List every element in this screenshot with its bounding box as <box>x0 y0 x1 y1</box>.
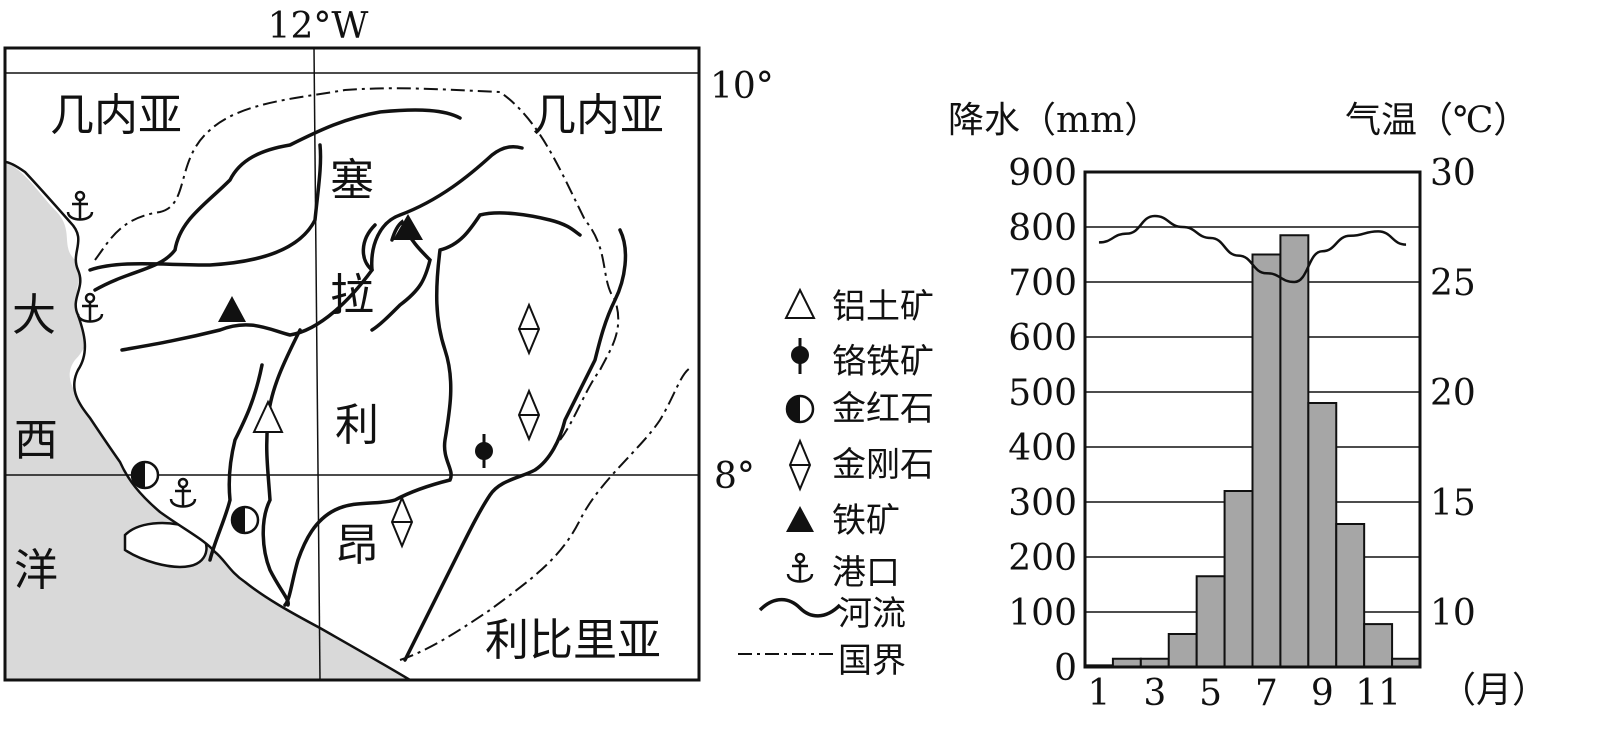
country-char-3: 利 <box>335 400 379 451</box>
precipitation-bar <box>1167 633 1198 668</box>
legend-label: 铝土矿 <box>832 287 934 327</box>
longitude-label: 12°W <box>268 6 369 47</box>
port-icon <box>66 190 94 221</box>
legend-label: 铁矿 <box>832 501 900 541</box>
map: 12°W 10° 8° 几内亚 几内亚 利比里亚 塞 拉 利 昂 大 西 洋 <box>3 6 774 682</box>
x-tick-label: 5 <box>1199 673 1222 714</box>
ocean-char-3: 洋 <box>14 545 58 596</box>
x-tick-label: 3 <box>1143 673 1166 714</box>
y-tick-label-left: 0 <box>1054 648 1077 689</box>
port-symbols <box>66 190 197 508</box>
bauxite-icon <box>252 399 284 433</box>
ocean-area <box>5 48 410 680</box>
legend-label: 铬铁矿 <box>832 342 934 382</box>
temperature-line <box>1098 214 1407 284</box>
neighbor-label-south: 利比里亚 <box>485 615 661 666</box>
iron-ore-icon <box>218 296 246 322</box>
legend-bauxite-icon <box>784 287 816 319</box>
legend-label: 金红石 <box>832 389 934 429</box>
y-tick-label-left: 500 <box>1008 373 1077 414</box>
legend-port-icon <box>786 552 814 583</box>
diamond-icon <box>517 302 541 356</box>
latitude-label-8: 8° <box>714 456 755 497</box>
rutile-icon <box>230 505 260 535</box>
precipitation-bar <box>1251 253 1282 668</box>
rutile-icon <box>130 460 160 490</box>
legend-river-icon <box>758 597 842 618</box>
legend-label: 河流 <box>838 594 906 634</box>
legend-diamond-icon <box>788 438 812 492</box>
ocean-char-2: 西 <box>14 415 58 466</box>
country-char-2: 拉 <box>330 270 374 321</box>
precipitation-bar <box>1335 523 1366 668</box>
port-icon <box>169 477 197 508</box>
y-tick-label-right: 30 <box>1430 153 1476 194</box>
y-tick-label-right: 10 <box>1430 593 1476 634</box>
precipitation-bar <box>1279 234 1310 668</box>
x-axis-label: （月） <box>1440 670 1548 711</box>
map-frame <box>3 46 701 682</box>
ocean-char-1: 大 <box>12 290 56 341</box>
y-tick-label-left: 300 <box>1008 483 1077 524</box>
precipitation-bar <box>1223 490 1254 668</box>
x-tick-label: 7 <box>1255 673 1278 714</box>
y-axis-label-right: 气温（℃） <box>1345 100 1529 141</box>
y-tick-label-left: 400 <box>1008 428 1077 469</box>
y-tick-label-right: 25 <box>1430 263 1476 304</box>
legend-rutile-icon <box>785 394 815 424</box>
precipitation-bar <box>1307 402 1338 668</box>
legend-label: 港口 <box>832 553 900 593</box>
neighbor-label-west: 几内亚 <box>50 90 182 141</box>
y-tick-label-left: 700 <box>1008 263 1077 304</box>
precipitation-bar <box>1195 575 1226 668</box>
x-tick-label: 1 <box>1088 673 1111 714</box>
y-tick-label-left: 200 <box>1008 538 1077 579</box>
chromite-icon <box>475 434 493 468</box>
diamond-icon <box>390 495 414 549</box>
mineral-symbols <box>130 214 541 549</box>
y-tick-label-left: 900 <box>1008 153 1077 194</box>
y-axis-label-left: 降水（mm） <box>948 100 1160 141</box>
plot-frame <box>1083 170 1422 669</box>
longitude-line-12w <box>313 48 321 680</box>
rivers <box>88 108 628 662</box>
national-border <box>94 87 691 661</box>
y-tick-label-left: 100 <box>1008 593 1077 634</box>
y-tick-label-left: 600 <box>1008 318 1077 359</box>
y-tick-label-left: 800 <box>1008 208 1077 249</box>
legend: 铝土矿 铬铁矿 金红石 金刚石 铁矿 港口 河流 <box>738 287 934 681</box>
diamond-icon <box>517 388 541 442</box>
coast-island <box>123 521 208 569</box>
chart-bars <box>1084 234 1422 668</box>
latitude-label-10: 10° <box>710 66 774 107</box>
legend-label: 国界 <box>838 641 906 681</box>
country-char-1: 塞 <box>330 155 374 206</box>
legend-iron-icon <box>786 506 814 532</box>
land-area <box>5 48 699 680</box>
y-tick-label-right: 15 <box>1430 483 1476 524</box>
neighbor-label-east: 几内亚 <box>532 90 664 141</box>
x-tick-label: 9 <box>1311 673 1334 714</box>
precipitation-bar <box>1363 623 1394 668</box>
legend-label: 金刚石 <box>832 445 934 485</box>
country-char-4: 昂 <box>335 520 379 571</box>
x-tick-label: 11 <box>1355 673 1401 714</box>
climate-chart: 降水（mm） 气温（℃） （月） 0 100 200 300 400 500 600 700 8… <box>948 100 1548 714</box>
port-icon <box>76 292 104 323</box>
y-tick-label-right: 20 <box>1430 373 1476 414</box>
iron-ore-icon <box>393 214 423 240</box>
legend-chromite-icon <box>791 338 809 374</box>
chart-temperature-line <box>1098 214 1407 284</box>
